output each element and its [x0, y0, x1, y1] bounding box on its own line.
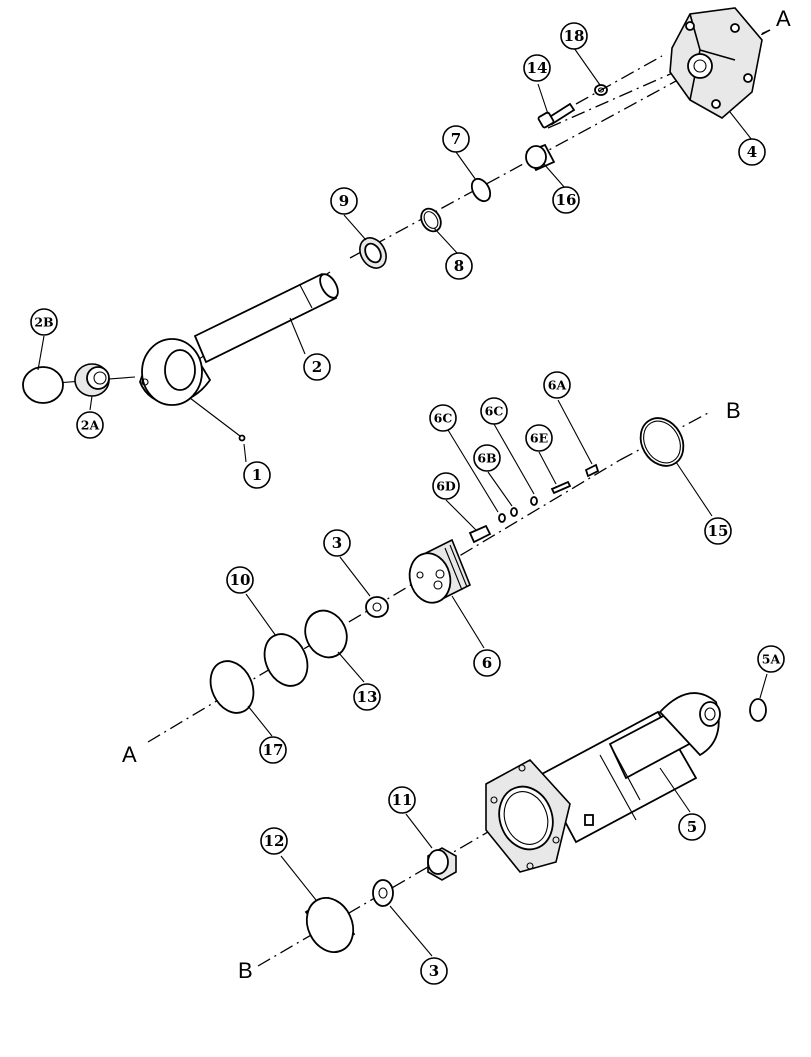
callout-6D: 6D [432, 472, 460, 500]
svg-text:6B: 6B [477, 451, 496, 466]
svg-text:6D: 6D [436, 479, 456, 494]
svg-text:2: 2 [312, 358, 322, 376]
callout-13: 13 [353, 683, 381, 711]
svg-text:17: 17 [263, 741, 284, 759]
callout-6A: 6A [543, 371, 571, 399]
seal-part-8 [420, 207, 442, 233]
callout-2B: 2B [30, 308, 58, 336]
svg-text:8: 8 [454, 257, 464, 275]
svg-text:18: 18 [564, 27, 585, 45]
bushing-part-5A [749, 698, 767, 722]
callout-5A: 5A [757, 645, 785, 673]
ref-label-a-bottom: A [122, 742, 137, 767]
svg-text:2A: 2A [81, 418, 100, 433]
callout-12: 12 [260, 827, 288, 855]
rod-insert-part-6D [468, 524, 492, 544]
callout-18: 18 [560, 22, 588, 50]
svg-text:5: 5 [687, 818, 697, 836]
callout-2: 2 [303, 353, 331, 381]
ring-part-10 [263, 633, 309, 687]
callout-14: 14 [523, 54, 551, 82]
callout-3-lower: 3 [420, 957, 448, 985]
svg-text:11: 11 [392, 791, 413, 809]
piston-part-6 [408, 538, 472, 604]
small-parts-6A-6E [498, 463, 600, 523]
svg-text:6: 6 [482, 654, 492, 672]
callout-6E: 6E [525, 424, 553, 452]
bolt-part-14 [537, 102, 576, 129]
svg-text:15: 15 [708, 522, 729, 540]
svg-text:1: 1 [252, 466, 262, 484]
callout-11: 11 [388, 786, 416, 814]
axis-lines [29, 29, 771, 967]
svg-text:3: 3 [332, 534, 342, 552]
callout-4: 4 [738, 138, 766, 166]
washer-part-3-lower [372, 879, 394, 907]
callout-17: 17 [259, 736, 287, 764]
svg-text:5A: 5A [762, 652, 781, 667]
leader-lines [37, 47, 768, 957]
svg-text:6C: 6C [434, 411, 453, 426]
svg-text:16: 16 [556, 191, 577, 209]
callout-6C-left: 6C [429, 404, 457, 432]
svg-text:9: 9 [339, 192, 349, 210]
cylinder-barrel-part-5 [485, 692, 721, 873]
callout-6: 6 [473, 649, 501, 677]
callout-5: 5 [678, 813, 706, 841]
callout-1: 1 [243, 461, 271, 489]
ref-label-b-bottom: B [238, 958, 253, 983]
seal-part-9 [359, 237, 387, 269]
axis-line-bolt [575, 55, 663, 105]
callout-8: 8 [445, 252, 473, 280]
svg-text:6E: 6E [530, 431, 548, 446]
seal-ring-part-15 [639, 417, 685, 467]
callout-2A: 2A [76, 411, 104, 439]
svg-text:7: 7 [451, 130, 461, 148]
ref-label-b-top: B [726, 398, 741, 423]
callout-10: 10 [226, 566, 254, 594]
callout-3-upper: 3 [323, 529, 351, 557]
svg-text:14: 14 [527, 59, 548, 77]
nut-part-11 [427, 847, 457, 881]
callout-15: 15 [704, 517, 732, 545]
washer-part-18 [594, 84, 608, 96]
ring-part-13 [304, 609, 348, 659]
piston-rod-part-2 [139, 272, 339, 406]
svg-text:10: 10 [230, 571, 251, 589]
svg-text:2B: 2B [34, 315, 53, 330]
callout-6B: 6B [473, 444, 501, 472]
svg-text:6A: 6A [548, 378, 567, 393]
callout-6C-right: 6C [480, 397, 508, 425]
bearing-part-2A [74, 363, 110, 397]
head-gland-part-4 [669, 7, 763, 119]
washer-part-3-upper [365, 596, 389, 618]
callout-16: 16 [552, 186, 580, 214]
svg-text:3: 3 [429, 962, 439, 980]
bushing-part-16 [525, 143, 556, 172]
ref-label-a-top: A [776, 6, 791, 31]
svg-text:4: 4 [747, 143, 757, 161]
axis-line-b-top [619, 411, 711, 461]
grease-fitting-part-1 [189, 397, 246, 442]
axis-line-rod [174, 271, 331, 376]
svg-text:12: 12 [264, 832, 285, 850]
callout-7: 7 [442, 125, 470, 153]
svg-text:6C: 6C [485, 404, 504, 419]
callout-9: 9 [330, 187, 358, 215]
ring-part-2B [22, 366, 64, 404]
sleeve-part-12 [304, 896, 356, 953]
ring-part-17 [209, 660, 255, 714]
seal-part-7 [470, 177, 492, 203]
svg-text:13: 13 [357, 688, 378, 706]
